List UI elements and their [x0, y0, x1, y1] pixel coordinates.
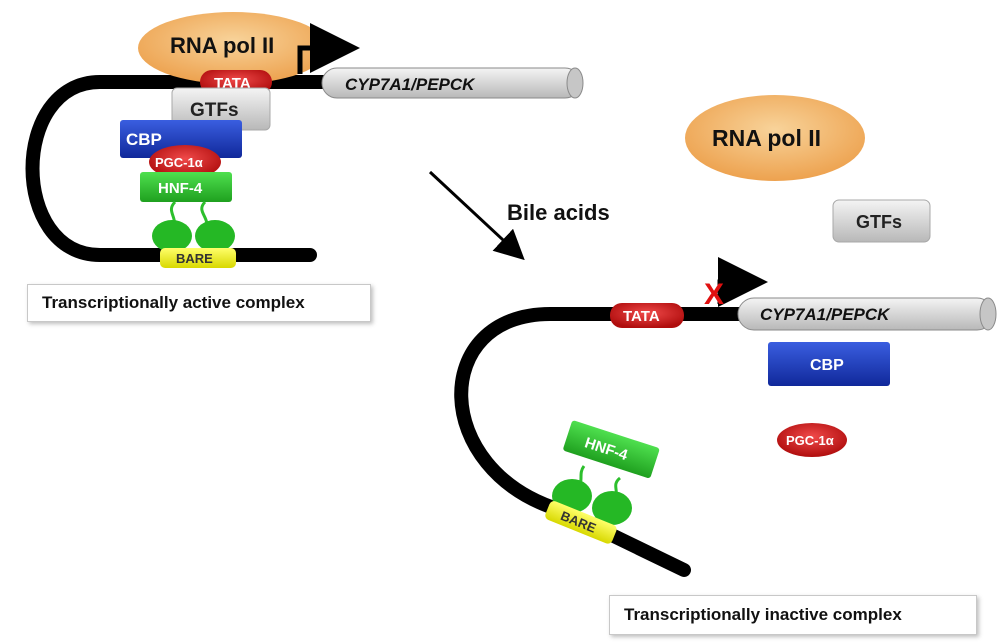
right-tata-label: TATA [623, 308, 660, 325]
left-gene-label: CYP7A1/PEPCK [345, 75, 476, 94]
inactive-complex: RNA pol II GTFs CYP7A1/PEPCK TATA X CBP … [454, 95, 997, 577]
left-hnf-dna-binding-domain [152, 220, 192, 252]
left-bare-label: BARE [176, 251, 213, 266]
inactive-complex-caption-text: Transcriptionally inactive complex [624, 605, 902, 624]
left-pgc-label: PGC-1α [155, 155, 203, 170]
right-dna-strand [454, 307, 752, 577]
right-cbp-label: CBP [810, 357, 844, 374]
left-dna-strand [25, 75, 337, 262]
left-rna-pol-label: RNA pol II [170, 33, 274, 58]
right-tata-box [610, 303, 684, 328]
right-gene-cylinder: CYP7A1/PEPCK [737, 297, 997, 331]
left-pgc-ellipse [149, 145, 221, 179]
right-cbp-box [768, 342, 890, 386]
left-transcription-arrow-icon [297, 23, 360, 74]
right-pgc-label: PGC-1α [786, 433, 834, 448]
left-hnf-box [140, 172, 232, 202]
left-gene-cylinder: CYP7A1/PEPCK [321, 67, 584, 99]
right-hnf-dna-binding-domain [592, 491, 632, 525]
left-bare-box [160, 248, 236, 268]
left-cbp-box [120, 120, 242, 158]
active-complex-caption-text: Transcriptionally active complex [42, 293, 305, 312]
left-hnf-dna-binding-domain [195, 220, 235, 252]
active-complex: CYP7A1/PEPCK RNA pol II TATA GTFs CBP PG… [25, 12, 584, 268]
left-gtfs-label: GTFs [190, 100, 239, 121]
active-complex-caption: Transcriptionally active complex [27, 284, 371, 322]
bile-acids-arrow-icon [428, 170, 525, 261]
right-block-mark: X [704, 278, 724, 311]
bile-acids-label: Bile acids [507, 200, 610, 225]
right-rna-pol-ellipse [685, 95, 865, 181]
inactive-complex-caption: Transcriptionally inactive complex [609, 595, 977, 635]
right-gtfs-label: GTFs [856, 212, 902, 232]
right-rna-pol-label: RNA pol II [712, 125, 821, 151]
left-hnf-label: HNF-4 [158, 180, 203, 197]
right-pgc-ellipse [777, 423, 847, 457]
left-rna-pol-ellipse [138, 12, 328, 84]
right-hnf-box [563, 420, 660, 479]
right-gene-label: CYP7A1/PEPCK [760, 305, 891, 324]
right-gtfs-box [832, 199, 931, 243]
right-transcription-arrow-icon [717, 257, 768, 307]
left-cbp-label: CBP [126, 130, 162, 149]
right-bare-box [545, 501, 617, 544]
